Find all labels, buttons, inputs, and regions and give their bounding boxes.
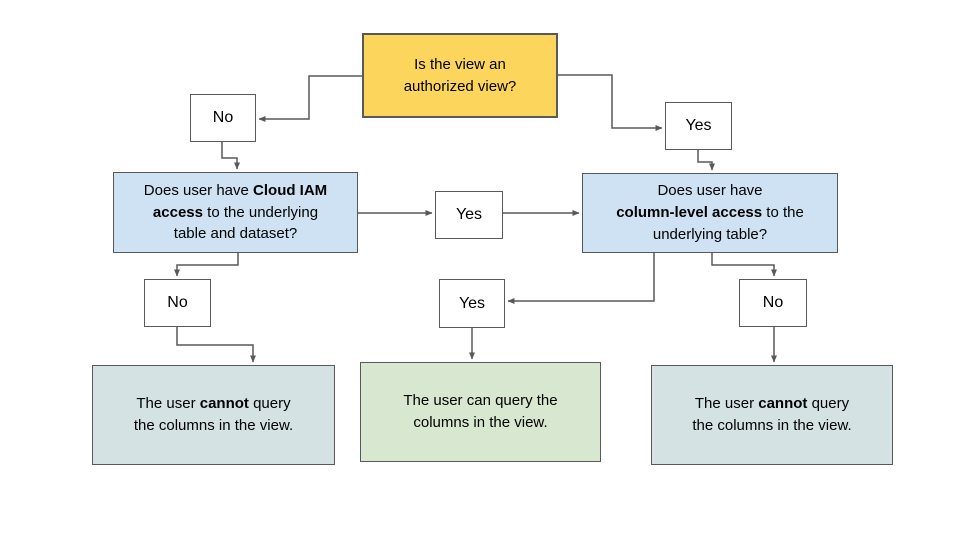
text-segment: authorized view? <box>403 77 517 95</box>
text-segment: to the underlying <box>202 203 319 221</box>
text-line: the columns in the view. <box>134 415 293 437</box>
text-line: No <box>213 106 233 129</box>
node-branch-yes-bottom: Yes <box>439 279 505 328</box>
text-line: The user cannot query <box>136 393 290 415</box>
text-segment: Yes <box>458 294 486 312</box>
connector-start-to-yes_top <box>558 74 663 131</box>
text-segment: Does user have <box>657 182 763 200</box>
text-segment: underlying table? <box>652 225 768 243</box>
connector-q_col-to-no_right <box>711 253 777 277</box>
text-line: Does user have Cloud IAM <box>144 180 327 202</box>
text-line: columns in the view. <box>413 412 547 434</box>
connector-q_col-to-yes_bottom <box>507 253 655 304</box>
text-segment: the columns in the view. <box>692 417 852 434</box>
text-segment: No <box>762 294 784 312</box>
text-segment: table and dataset? <box>173 225 298 243</box>
text-segment: The user can query the <box>403 392 558 410</box>
text-segment: access <box>152 203 203 221</box>
connector-yes_top-to-q_col <box>697 150 715 171</box>
text-segment: Is the view an <box>414 55 506 73</box>
text-line: column-level access to the <box>616 202 804 224</box>
node-result-cannot-query-left: The user cannot query the columns in the … <box>92 365 335 465</box>
text-segment: columns in the view. <box>413 414 548 431</box>
text-segment: column-level access <box>616 204 763 222</box>
text-segment: Yes <box>685 117 712 135</box>
connector-start-to-no_top <box>258 75 362 122</box>
text-segment: Yes <box>455 206 483 224</box>
text-segment: to the <box>762 204 804 222</box>
text-line: No <box>167 291 187 314</box>
text-line: access to the underlying <box>153 202 318 224</box>
text-segment: Cloud IAM <box>253 181 328 199</box>
text-line: underlying table? <box>653 224 767 246</box>
node-branch-yes-top: Yes <box>665 102 732 150</box>
node-question-column-level: Does user have column-level access to the… <box>582 173 838 253</box>
node-result-cannot-query-right: The user cannot query the columns in the … <box>651 365 893 465</box>
text-segment: query <box>807 395 850 413</box>
text-segment: the columns in the view. <box>133 417 294 434</box>
node-branch-no-right: No <box>739 279 807 327</box>
text-line: The user can query the <box>403 390 557 412</box>
text-line: Yes <box>685 114 711 137</box>
text-segment: No <box>167 294 188 312</box>
text-line: the columns in the view. <box>692 415 851 437</box>
node-branch-yes-middle: Yes <box>435 191 503 239</box>
connector-no_left-to-result_left <box>176 327 256 363</box>
node-start-question: Is the view an authorized view? <box>362 33 558 118</box>
text-line: authorized view? <box>404 76 517 98</box>
text-line: table and dataset? <box>174 223 297 245</box>
text-line: Is the view an <box>414 54 506 76</box>
text-segment: query <box>248 395 291 413</box>
text-line: No <box>763 291 783 314</box>
text-line: Yes <box>459 292 485 315</box>
node-branch-no-top: No <box>190 94 256 142</box>
connector-no_top-to-q_iam <box>221 142 240 170</box>
text-segment: The user <box>694 395 759 413</box>
text-segment: The user <box>136 395 200 413</box>
text-segment: cannot <box>199 395 249 413</box>
text-line: The user cannot query <box>695 393 849 415</box>
node-result-can-query: The user can query the columns in the vie… <box>360 362 601 462</box>
text-segment: No <box>212 109 234 127</box>
text-segment: cannot <box>758 395 808 413</box>
text-line: Does user have <box>657 180 762 202</box>
text-line: Yes <box>456 203 482 226</box>
node-branch-no-left: No <box>144 279 211 327</box>
text-segment: Does user have <box>143 181 254 199</box>
connector-q_iam-to-no_left <box>174 253 239 277</box>
